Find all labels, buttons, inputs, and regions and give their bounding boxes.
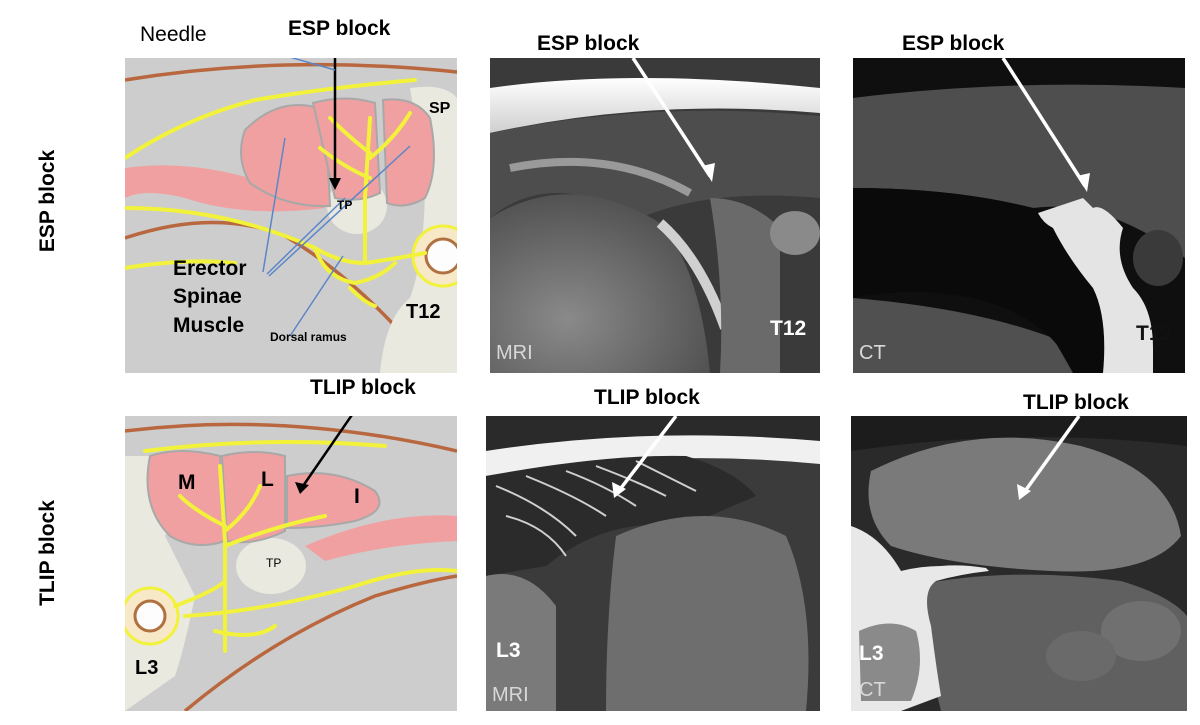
row-label-esp: ESP block <box>36 149 59 253</box>
esp-dorsal-ramus-label: Dorsal ramus <box>270 330 347 344</box>
esp-ct-arrow <box>1001 58 1087 187</box>
tlip-ct-vertebra: L3 <box>859 642 884 665</box>
esp-mri-image: MRI T12 <box>490 58 820 373</box>
tlip-label-i: I <box>354 485 360 508</box>
tlip-muscle-m <box>146 450 227 546</box>
row-label-tlip: TLIP block <box>36 500 59 606</box>
tlip-ct-title: TLIP block <box>1023 391 1129 414</box>
esp-vertebra-label: T12 <box>406 301 441 323</box>
tlip-ct-arrow <box>1021 416 1081 496</box>
esp-mri-arrow <box>631 58 712 177</box>
tlip-vertebra-label: L3 <box>135 657 159 679</box>
esp-ct-title: ESP block <box>902 32 1005 55</box>
tlip-mri-arrow <box>616 416 678 494</box>
tlip-muscle-i <box>286 472 381 530</box>
esp-mri-vertebra: T12 <box>770 317 807 340</box>
esp-tp-label: TP <box>337 198 353 212</box>
esp-muscle-label-3: Muscle <box>173 314 245 337</box>
tlip-diagram-title: TLIP block <box>310 376 416 399</box>
tlip-tp-label: TP <box>266 556 282 570</box>
tlip-ct-modality: CT <box>859 679 886 701</box>
esp-diagram: SP TP Erector Spinae Muscle Dorsal ramus… <box>125 58 457 373</box>
tlip-mri-image: L3 MRI <box>486 416 820 711</box>
esp-muscle-label-1: Erector <box>173 257 247 280</box>
tlip-mri-vertebra: L3 <box>496 639 521 662</box>
esp-muscle-label-2: Spinae <box>173 285 242 308</box>
esp-muscle-lateral <box>240 104 332 208</box>
esp-mri-modality: MRI <box>496 342 533 364</box>
needle-label: Needle <box>140 23 207 46</box>
tlip-label-l: L <box>261 468 274 491</box>
esp-muscle-medial <box>381 98 435 207</box>
tlip-mri-modality: MRI <box>492 684 529 706</box>
esp-ct-vertebra: T12 <box>1136 322 1173 345</box>
esp-ct-image: CT T12 <box>853 58 1185 373</box>
esp-diagram-title: ESP block <box>288 17 391 40</box>
esp-ct-modality: CT <box>859 342 886 364</box>
tlip-label-m: M <box>178 471 196 494</box>
tlip-mri-title: TLIP block <box>594 386 700 409</box>
tlip-diagram-arrow <box>301 416 353 487</box>
tlip-ct-image: L3 CT <box>851 416 1187 711</box>
esp-mri-title: ESP block <box>537 32 640 55</box>
esp-sp-label: SP <box>429 100 451 117</box>
tlip-diagram: M L I TP L3 <box>125 416 457 711</box>
